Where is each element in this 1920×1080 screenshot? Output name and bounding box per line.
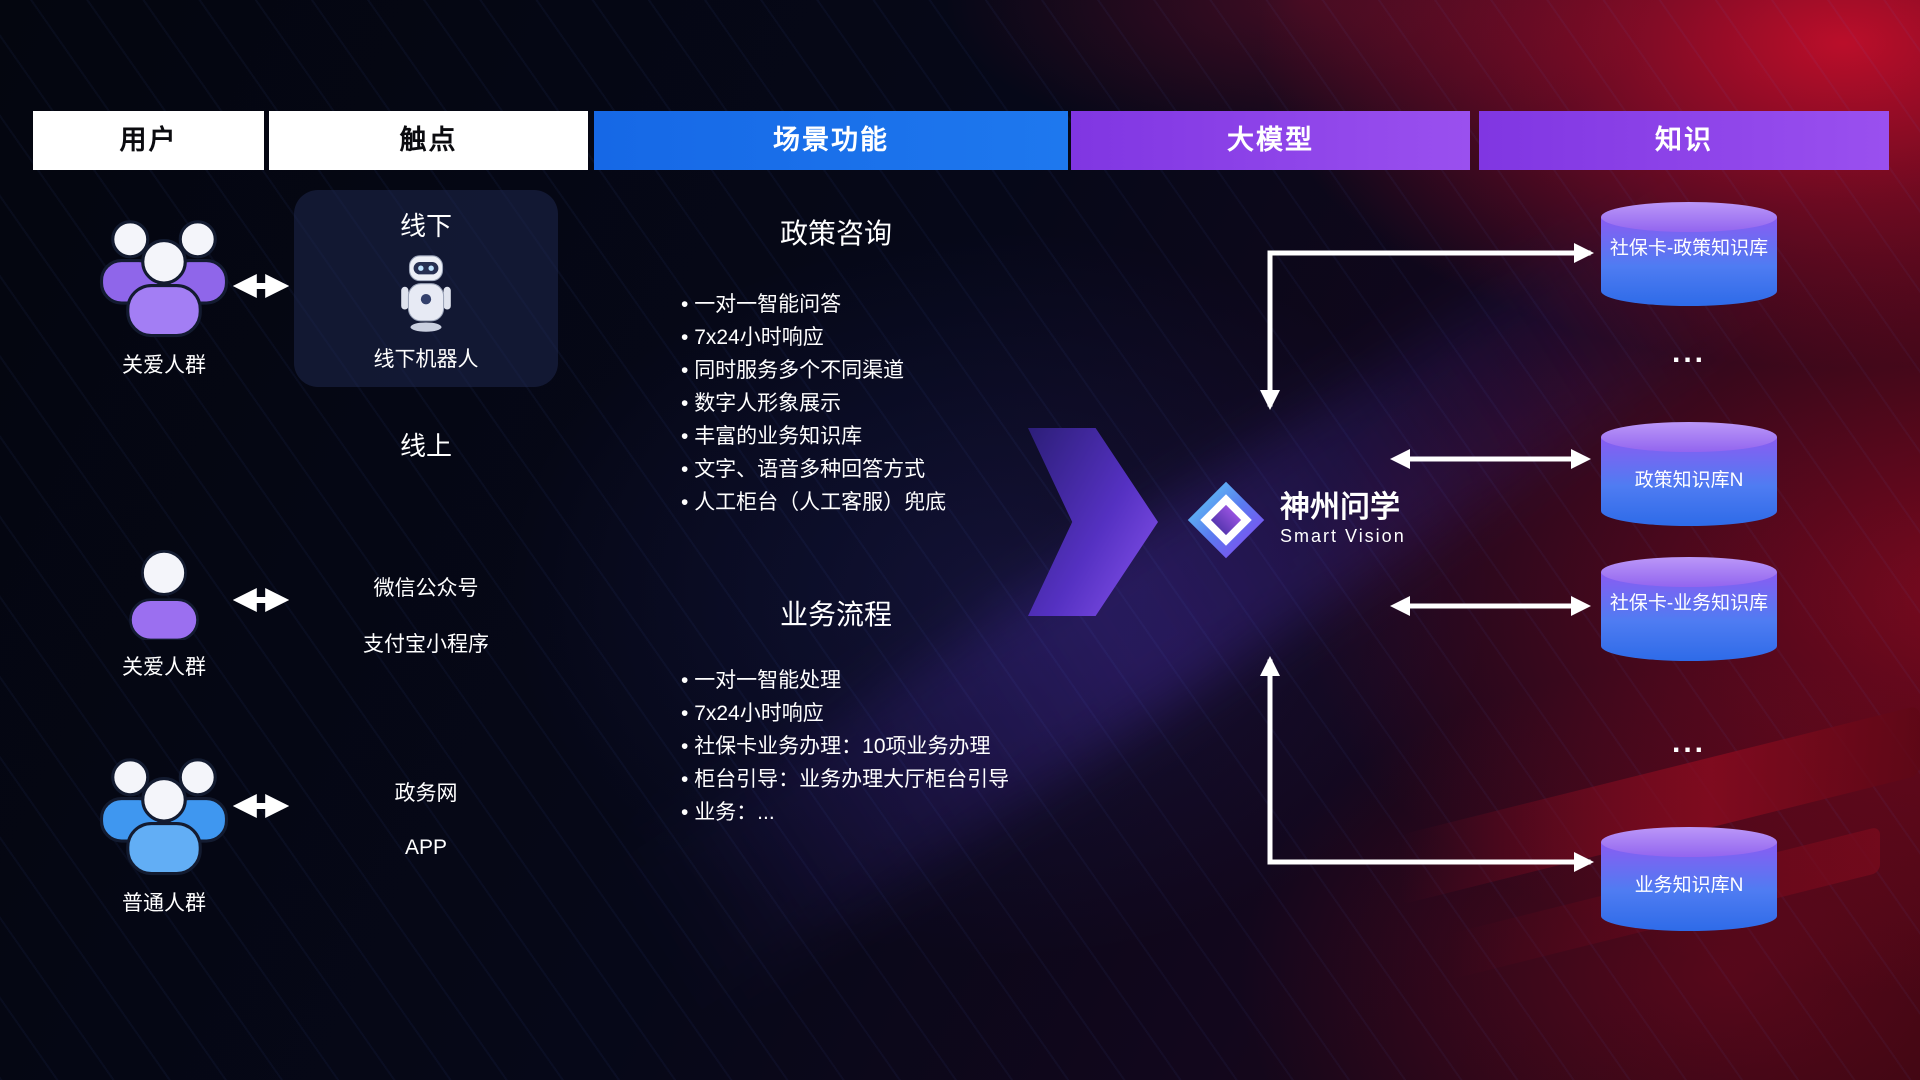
header-touchpoints: 触点 bbox=[269, 111, 588, 170]
model-logo-block: 神州问学 Smart Vision bbox=[1186, 480, 1406, 560]
policy-bullet: 7x24小时响应 bbox=[681, 321, 946, 354]
business-bullet: 7x24小时响应 bbox=[681, 697, 1009, 730]
header-model: 大模型 bbox=[1071, 111, 1470, 170]
policy-section-title: 政策咨询 bbox=[779, 218, 892, 249]
model-subtitle: Smart Vision bbox=[1280, 526, 1406, 546]
policy-bullet-list: 一对一智能问答 7x24小时响应 同时服务多个不同渠道 数字人形象展示 丰富的业… bbox=[681, 288, 946, 519]
policy-bullet: 丰富的业务知识库 bbox=[681, 420, 946, 453]
user-group-care-1: 关爱人群 bbox=[88, 208, 240, 379]
business-bullet: 业务：... bbox=[681, 796, 1009, 829]
knowledge-db-business-sscard: 社保卡-业务知识库 bbox=[1601, 557, 1777, 661]
knowledge-db-policy-sscard: 社保卡-政策知识库 bbox=[1601, 202, 1777, 306]
knowledge-ellipsis: ... bbox=[1671, 726, 1706, 759]
business-bullet-list: 一对一智能处理 7x24小时响应 社保卡业务办理：10项业务办理 柜台引导：业务… bbox=[681, 664, 1009, 829]
offline-caption: 线下机器人 bbox=[373, 348, 479, 371]
db-label: 社保卡-业务知识库 bbox=[1609, 593, 1769, 614]
channel-wechat: 微信公众号 bbox=[373, 577, 479, 600]
header-scenarios: 场景功能 bbox=[594, 111, 1068, 170]
policy-bullet: 数字人形象展示 bbox=[681, 387, 946, 420]
policy-bullet: 人工柜台（人工客服）兜底 bbox=[681, 486, 946, 519]
knowledge-db-policy-n: 政策知识库N bbox=[1601, 422, 1777, 526]
model-text: 神州问学 Smart Vision bbox=[1280, 492, 1406, 548]
policy-bullet: 一对一智能问答 bbox=[681, 288, 946, 321]
business-bullet: 柜台引导：业务办理大厅柜台引导 bbox=[681, 763, 1009, 796]
policy-bullet: 文字、语音多种回答方式 bbox=[681, 453, 946, 486]
channel-app: APP bbox=[404, 836, 448, 859]
user-group-label: 普通人群 bbox=[122, 892, 206, 915]
policy-bullet: 同时服务多个不同渠道 bbox=[681, 354, 946, 387]
business-bullet: 一对一智能处理 bbox=[681, 664, 1009, 697]
knowledge-ellipsis: ... bbox=[1671, 336, 1706, 369]
offline-touchpoint-card: 线下 线下机器人 bbox=[294, 190, 558, 387]
db-cylinder-top bbox=[1601, 202, 1777, 232]
channel-alipay: 支付宝小程序 bbox=[363, 633, 489, 656]
offline-title: 线下 bbox=[399, 211, 452, 241]
person-icon bbox=[129, 550, 199, 642]
model-name: 神州问学 bbox=[1280, 491, 1400, 524]
user-single-care: 关爱人群 bbox=[88, 546, 240, 681]
user-single-label: 关爱人群 bbox=[122, 656, 206, 679]
db-label: 社保卡-政策知识库 bbox=[1609, 238, 1769, 259]
db-label: 政策知识库N bbox=[1634, 470, 1744, 491]
user-group-general: 普通人群 bbox=[88, 746, 240, 917]
db-cylinder-top bbox=[1601, 422, 1777, 452]
knowledge-db-business-n: 业务知识库N bbox=[1601, 827, 1777, 931]
business-bullet: 社保卡业务办理：10项业务办理 bbox=[681, 730, 1009, 763]
db-label: 业务知识库N bbox=[1634, 875, 1744, 896]
business-section-title: 业务流程 bbox=[779, 599, 892, 630]
user-group-label: 关爱人群 bbox=[122, 354, 206, 377]
people-group-icon bbox=[99, 758, 229, 876]
robot-icon bbox=[401, 255, 451, 332]
smart-vision-diamond-icon bbox=[1187, 481, 1265, 559]
people-group-icon bbox=[99, 220, 229, 338]
header-users: 用户 bbox=[33, 111, 264, 170]
header-knowledge: 知识 bbox=[1479, 111, 1889, 170]
channel-gov: 政务网 bbox=[394, 782, 458, 805]
db-cylinder-top bbox=[1601, 827, 1777, 857]
db-cylinder-top bbox=[1601, 557, 1777, 587]
online-title: 线上 bbox=[399, 431, 452, 461]
